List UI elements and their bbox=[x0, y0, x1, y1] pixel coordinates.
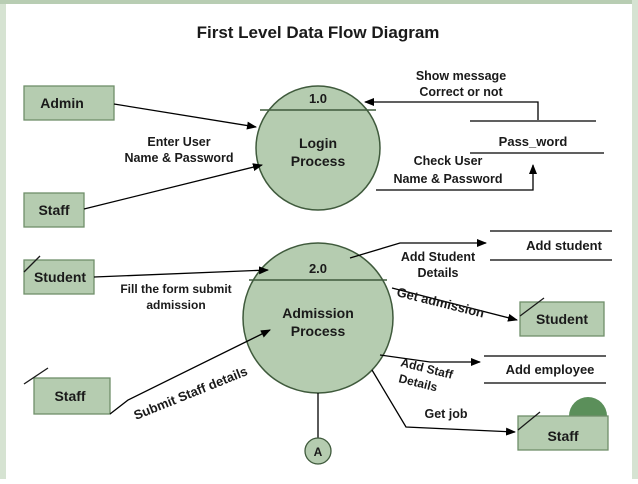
process-admission-line2: Process bbox=[291, 323, 346, 339]
flow-student-to-admission bbox=[93, 266, 269, 278]
entity-student-left: Student bbox=[23, 255, 95, 295]
entity-staff-right-label: Staff bbox=[547, 428, 578, 444]
frame-left-bar bbox=[0, 0, 6, 479]
entity-admin-label: Admin bbox=[40, 95, 84, 111]
process-login: 1.0 Login Process bbox=[255, 85, 381, 211]
frame-right-bar bbox=[632, 0, 638, 479]
flow-admin-to-login bbox=[113, 103, 257, 130]
store-employee-label: Add employee bbox=[506, 362, 595, 377]
label-get-admission: Get admission bbox=[395, 284, 486, 320]
entity-student-right-label: Student bbox=[536, 311, 588, 327]
store-password-label: Pass_word bbox=[499, 134, 568, 149]
diagram-title: First Level Data Flow Diagram bbox=[197, 23, 440, 42]
label-add-student-2: Details bbox=[418, 266, 459, 280]
connector-a: A bbox=[304, 437, 332, 465]
label-fill-form-2: admission bbox=[146, 298, 205, 312]
entity-student-right: Student bbox=[519, 297, 605, 337]
process-admission-line1: Admission bbox=[282, 305, 354, 321]
label-submit-staff: Submit Staff details bbox=[132, 363, 250, 422]
frame-top-bar bbox=[0, 0, 638, 4]
label-check-user-2: Name & Password bbox=[393, 172, 502, 186]
flow-staff-to-admission bbox=[109, 329, 271, 415]
label-show-message-2: Correct or not bbox=[419, 85, 503, 99]
process-login-line1: Login bbox=[299, 135, 337, 151]
label-add-student-1: Add Student bbox=[401, 250, 476, 264]
flow-add-student bbox=[349, 239, 487, 259]
store-employee: Add employee bbox=[484, 355, 606, 384]
entity-staff-left: Staff bbox=[23, 367, 111, 415]
flow-check-user bbox=[376, 164, 537, 191]
flow-add-staff bbox=[379, 354, 481, 366]
label-enter-user-2: Name & Password bbox=[124, 151, 233, 165]
label-enter-user-1: Enter User bbox=[147, 135, 210, 149]
flow-get-job bbox=[371, 369, 516, 436]
process-login-line2: Process bbox=[291, 153, 346, 169]
label-show-message-1: Show message bbox=[416, 69, 506, 83]
process-admission-number: 2.0 bbox=[309, 261, 327, 276]
flow-get-admission bbox=[391, 287, 518, 322]
entity-student-left-label: Student bbox=[34, 269, 86, 285]
label-check-user-1: Check User bbox=[414, 154, 483, 168]
connector-a-label: A bbox=[314, 445, 323, 459]
process-admission: 2.0 Admission Process bbox=[242, 242, 394, 394]
entity-staff-left-label: Staff bbox=[54, 388, 85, 404]
flow-staff-to-login bbox=[83, 163, 263, 210]
label-fill-form-1: Fill the form submit bbox=[120, 282, 231, 296]
store-password: Pass_word bbox=[470, 120, 604, 154]
store-student: Add student bbox=[490, 230, 612, 261]
process-login-number: 1.0 bbox=[309, 91, 327, 106]
entity-admin: Admin bbox=[23, 85, 115, 121]
label-get-job: Get job bbox=[424, 407, 467, 421]
flow-show-message bbox=[364, 98, 539, 120]
store-student-label: Add student bbox=[526, 238, 602, 253]
entity-staff-top: Staff bbox=[23, 192, 85, 228]
entity-staff-right: Staff bbox=[517, 397, 609, 451]
entity-staff-top-label: Staff bbox=[38, 202, 69, 218]
